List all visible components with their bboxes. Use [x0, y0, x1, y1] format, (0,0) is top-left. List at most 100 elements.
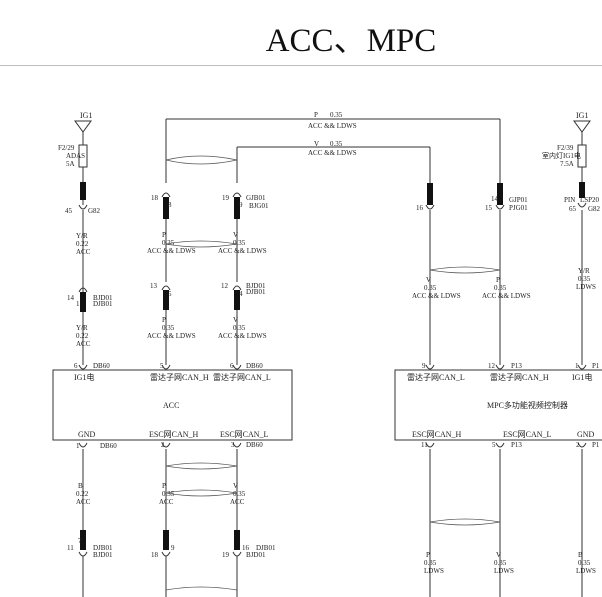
acc-module-box — [52, 369, 293, 441]
wire-option: LDWS — [576, 567, 596, 575]
connector-label: BJD01 — [246, 551, 266, 559]
wire-color: P — [314, 111, 318, 119]
fuse-left-name: F2/29 — [58, 144, 75, 152]
connector-label: PIN — [564, 196, 575, 204]
pin-label: 18 — [151, 194, 159, 202]
wire-option: ACC && LDWS — [308, 149, 357, 157]
mpc-module-box — [394, 369, 602, 441]
connector-block — [163, 530, 169, 550]
connector-label: P13 — [511, 362, 522, 370]
wire-gauge: 0.35 — [494, 284, 507, 292]
connector-block — [80, 182, 86, 200]
pin-label: 9 — [239, 201, 243, 209]
twisted-pair-mark — [165, 462, 238, 470]
page-title: ACC、MPC — [0, 0, 602, 66]
pin-label: 2 — [576, 441, 580, 449]
pin-label: 8 — [168, 201, 172, 209]
wire-gauge: 0.22 — [76, 332, 89, 340]
pin-label: 12 — [221, 282, 229, 290]
connector-block — [163, 290, 169, 310]
right-wiring: 16 15 14 GJP01 PJG01 V 0.35 ACC && LDWS … — [412, 183, 531, 370]
pin-label: 11 — [67, 544, 74, 552]
wire-option: ACC && LDWS — [218, 247, 267, 255]
wire-gauge: 0.22 — [76, 490, 89, 498]
connector-label: PJG01 — [509, 204, 528, 212]
pin-label: 14 — [67, 294, 75, 302]
wire-gauge: 0.35 — [578, 275, 591, 283]
mpc-pin-esc-l: ESC网CAN_L — [503, 430, 552, 439]
pin-label: 13 — [150, 282, 158, 290]
acc-pin-esc-l: ESC网CAN_L — [220, 430, 269, 439]
right-power-feed: IG1 F2/39 室内灯IG1电 7.5A PIN LSP20 65 G82 … — [542, 111, 601, 370]
wire-option: ACC — [159, 498, 174, 506]
pin-label: 16 — [242, 544, 250, 552]
acc-pin-radar-h: 雷达子网CAN_H — [150, 372, 209, 382]
wire-option: ACC && LDWS — [482, 292, 531, 300]
pin-label: 15 — [485, 204, 493, 212]
wire-gauge: 0.35 — [494, 559, 507, 567]
connector-label: LSP20 — [580, 196, 600, 204]
wire-color: V — [233, 231, 238, 239]
connector-label: BJG01 — [249, 202, 269, 210]
pin-label: 19 — [222, 194, 230, 202]
right-lower-wiring: 11 5 P13 2 P1 P 0.35 LDWS V 0.35 LDWS B … — [421, 441, 600, 597]
wire-color: P — [496, 276, 500, 284]
connector-label: GJB01 — [246, 194, 266, 202]
connector-label: BJD01 — [246, 282, 266, 290]
acc-module-name: ACC — [163, 401, 179, 410]
fuse-right-name: F2/39 — [557, 144, 574, 152]
pin-label: 12 — [488, 362, 496, 370]
wire-option: ACC && LDWS — [308, 122, 357, 130]
pin-label: 14 — [491, 195, 499, 203]
wire-color: V — [314, 140, 319, 148]
pin-label: 6 — [74, 362, 78, 370]
twisted-pair-mark — [429, 518, 501, 526]
connector-label: DJB01 — [246, 288, 266, 296]
connector-block — [163, 197, 169, 219]
wire-color: P — [162, 231, 166, 239]
connector-label: DJB01 — [93, 300, 113, 308]
pin-label: 19 — [222, 551, 230, 559]
connector-block — [234, 530, 240, 550]
wire-gauge: 0.35 — [424, 559, 437, 567]
wire-color: Y/R — [76, 324, 88, 332]
left-ground-path: 1 DB60 B 0.22 ACC 11 7 DJB01 BJD01 — [67, 442, 117, 597]
connector-block — [234, 197, 240, 219]
connector-label: G82 — [88, 207, 101, 215]
page-title-text: ACC、MPC — [265, 22, 437, 59]
wire-gauge: 0.35 — [162, 324, 175, 332]
pin-label: 11 — [421, 441, 428, 449]
acc-pin-radar-l: 雷达子网CAN_L — [213, 372, 271, 382]
pin-label: 18 — [151, 551, 159, 559]
wire-gauge: 0.35 — [162, 239, 175, 247]
pin-label: 1 — [76, 442, 80, 450]
connector-block — [80, 292, 86, 312]
pin-label: 5 — [492, 441, 496, 449]
wire-color: P — [426, 551, 430, 559]
wire-option: ACC && LDWS — [412, 292, 461, 300]
pin-label: 9 — [422, 362, 426, 370]
pin-label: 5 — [160, 362, 164, 370]
connector-label: DB60 — [93, 362, 110, 370]
power-triangle-right — [573, 120, 591, 133]
pin-label: 1 — [575, 362, 579, 370]
wire-option: ACC && LDWS — [218, 332, 267, 340]
wire-option: ACC — [76, 498, 91, 506]
wire-option: ACC && LDWS — [147, 247, 196, 255]
acc-pin-esc-h: ESC网CAN_H — [149, 430, 199, 439]
connector-label: DJB01 — [93, 544, 113, 552]
connector-label: BJD01 — [93, 294, 113, 302]
power-label-left: IG1 — [80, 111, 92, 120]
connector-label: DB60 — [100, 442, 117, 450]
pin-label: 4 — [239, 290, 243, 298]
mpc-module: 雷达子网CAN_L 雷达子网CAN_H IG1电 MPC多功能视频控制器 ESC… — [394, 369, 602, 441]
wire-option: LDWS — [424, 567, 444, 575]
wire-option: LDWS — [494, 567, 514, 575]
acc-pin-gnd: GND — [78, 430, 96, 439]
mpc-pin-gnd: GND — [577, 430, 595, 439]
wire-color: B — [78, 482, 83, 490]
fuse-left-desc: ADAS — [66, 152, 85, 160]
connector-label: P1 — [592, 362, 600, 370]
connector-block — [234, 290, 240, 310]
